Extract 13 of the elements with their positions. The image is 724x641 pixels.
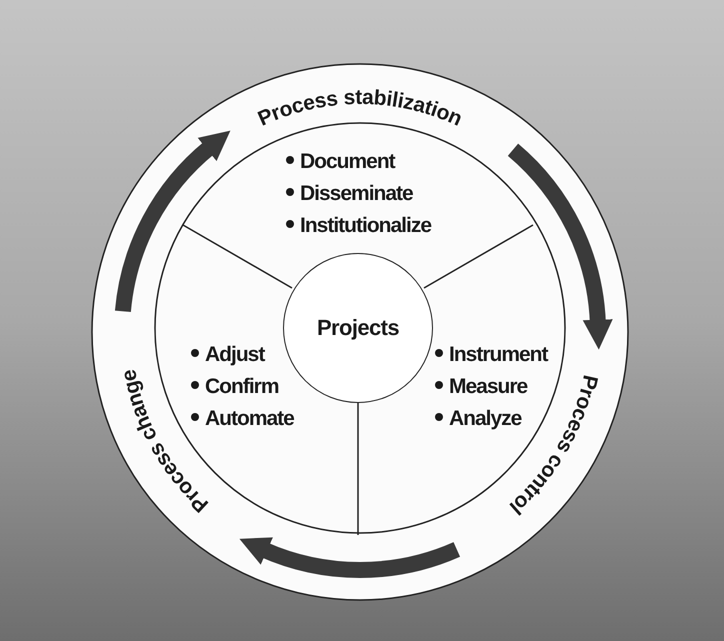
list-item: Document xyxy=(300,150,395,173)
list-item: Confirm xyxy=(205,375,278,398)
list-item: Disseminate xyxy=(300,182,413,205)
list-item: Instrument xyxy=(449,343,548,366)
list-item: Analyze xyxy=(449,407,522,430)
list-item: Adjust xyxy=(205,343,264,366)
list-item: Automate xyxy=(205,407,294,430)
list-item: Measure xyxy=(449,375,528,398)
arrow xyxy=(114,130,230,312)
arrow xyxy=(238,536,460,578)
list-item: Institutionalize xyxy=(300,214,431,237)
arrow xyxy=(508,144,612,350)
node-label: Projects xyxy=(316,315,400,341)
